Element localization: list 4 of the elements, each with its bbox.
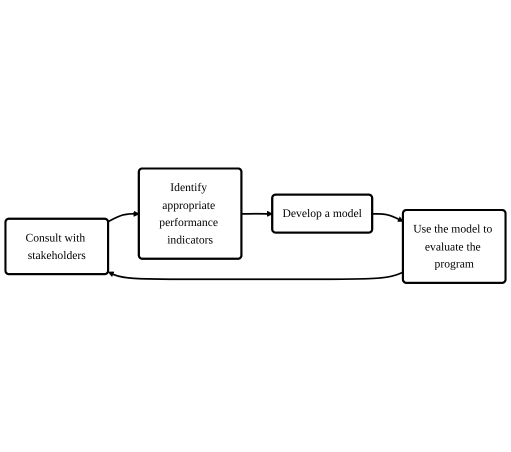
arrow [242,211,273,218]
arrow [108,211,140,223]
arrow [372,213,404,222]
arrow [108,272,404,280]
